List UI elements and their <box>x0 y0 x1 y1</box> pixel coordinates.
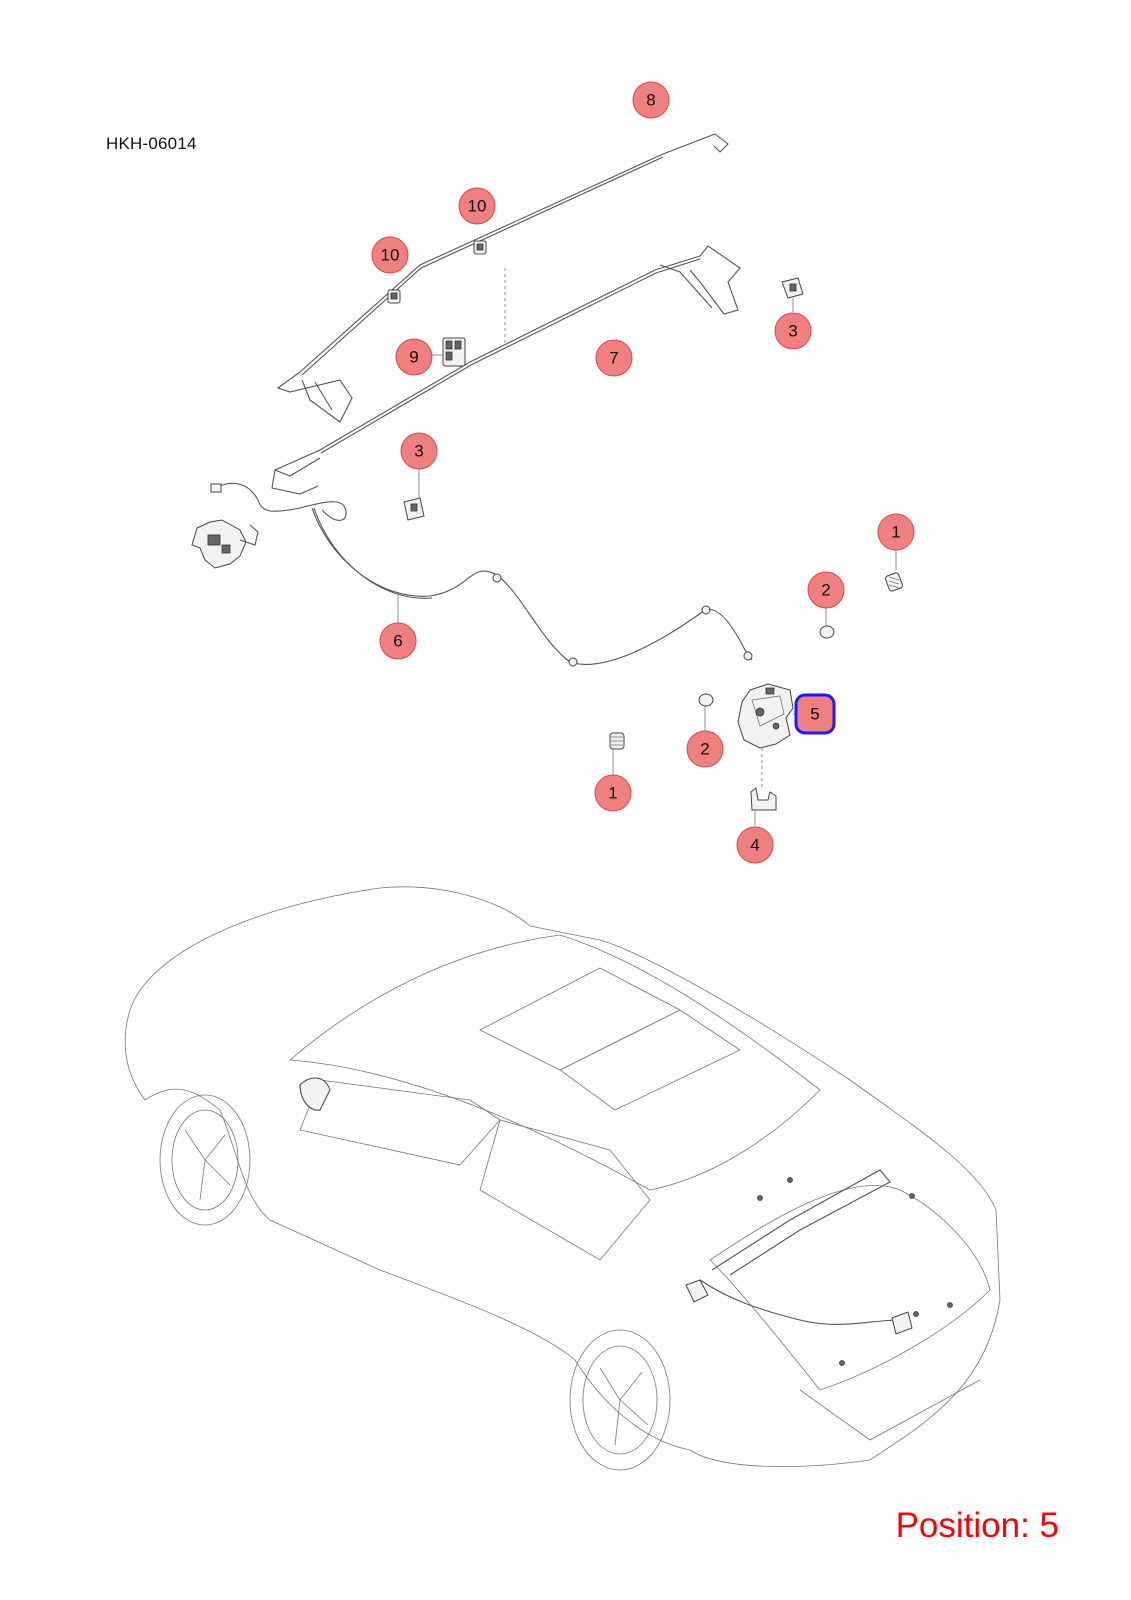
callout-circle <box>595 339 633 377</box>
part-2-nut-right <box>819 606 835 639</box>
callout-9-4: 9 <box>395 338 433 376</box>
callout-label: 10 <box>381 246 400 265</box>
callout-circle <box>379 622 417 660</box>
part-6-release-cable <box>191 482 753 667</box>
part-1-screw-right <box>885 548 903 592</box>
callout-label: 5 <box>810 705 819 724</box>
callout-10-1: 10 <box>458 187 496 225</box>
callout-6-9: 6 <box>379 622 417 660</box>
part-1-screw-left <box>609 732 625 776</box>
position-label: Position: 5 <box>895 1506 1059 1545</box>
callout-circle <box>458 187 496 225</box>
callout-circle <box>594 774 632 812</box>
callout-1-7: 1 <box>877 513 915 551</box>
callout-2-8: 2 <box>807 571 845 609</box>
part-5-latch <box>737 683 798 790</box>
callout-label: 4 <box>750 836 759 855</box>
part-2-nut-left <box>698 693 714 732</box>
callout-circle <box>686 730 724 768</box>
callout-2-11: 2 <box>686 730 724 768</box>
callout-5-10: 5 <box>794 693 836 735</box>
part-3-clip-left <box>403 468 425 521</box>
callout-4-13: 4 <box>736 826 774 864</box>
callout-circle <box>807 571 845 609</box>
callout-circle <box>632 81 670 119</box>
callout-label: 8 <box>646 91 655 110</box>
callout-label: 6 <box>393 632 402 651</box>
callout-label: 3 <box>414 442 423 461</box>
callout-label: 3 <box>788 322 797 341</box>
callout-label: 1 <box>891 523 900 542</box>
callout-circle <box>877 513 915 551</box>
part-10-clip-upper <box>473 240 487 255</box>
callout-3-6: 3 <box>400 432 438 470</box>
callout-label: 10 <box>468 197 487 216</box>
selected-callout-marker <box>794 693 836 735</box>
vehicle-outline <box>124 886 1001 1471</box>
callouts: 8 10 10 3 9 7 3 1 2 6 5 2 1 4 <box>371 81 915 864</box>
callout-label: 7 <box>609 349 618 368</box>
callout-1-12: 1 <box>594 774 632 812</box>
callout-3-3: 3 <box>774 312 812 350</box>
callout-8-0: 8 <box>632 81 670 119</box>
callout-circle <box>395 338 433 376</box>
exploded-parts <box>191 133 903 826</box>
rear-wheel <box>569 1329 671 1471</box>
callout-10-2: 10 <box>371 236 409 274</box>
part-7-cable <box>271 245 741 495</box>
callout-7-5: 7 <box>595 339 633 377</box>
callout-label: 9 <box>409 348 418 367</box>
callout-label: 2 <box>700 740 709 759</box>
part-9-connector <box>430 337 466 367</box>
part-8-cable <box>276 133 729 423</box>
document-code: HKH-06014 <box>106 134 197 153</box>
part-3-clip-right <box>781 277 804 312</box>
part-10-clip-lower <box>387 289 401 304</box>
callout-circle <box>774 312 812 350</box>
callout-label: 2 <box>821 581 830 600</box>
part-4-striker <box>750 787 777 826</box>
callout-circle <box>400 432 438 470</box>
front-wheel <box>159 1094 251 1226</box>
callout-label: 1 <box>608 784 617 803</box>
callout-circle <box>736 826 774 864</box>
callout-circle <box>371 236 409 274</box>
